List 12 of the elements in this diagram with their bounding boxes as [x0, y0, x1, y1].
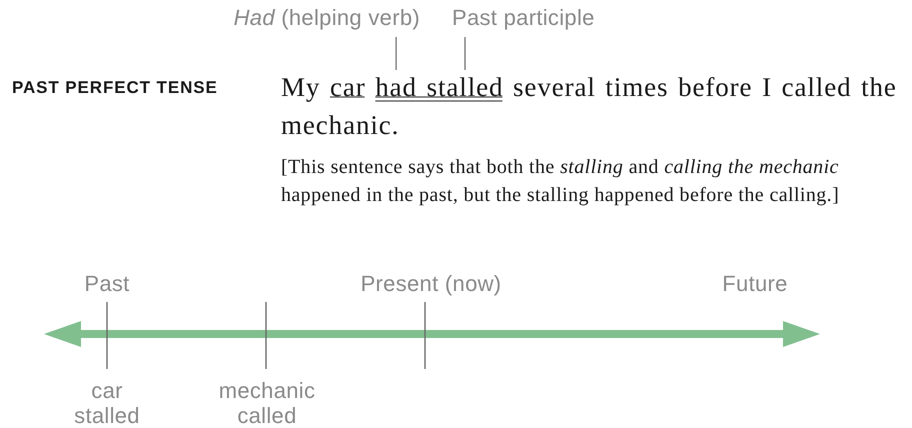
- explanation-note: [This sentence says that both the stalling and calling the mechanic happened in the past, but the stalling happened before the calling.]: [281, 155, 840, 208]
- tense-heading: PAST PERFECT TENSE: [12, 78, 219, 98]
- leader-line: [396, 36, 397, 70]
- leader-line: [464, 36, 466, 70]
- example-sentence: My car had stalled several times before I called the mechanic.: [281, 68, 912, 144]
- timeline-label: Future: [721, 271, 789, 296]
- annotation-label: Had (helping verb): [190, 5, 420, 30]
- timeline-label: Present (now): [360, 271, 502, 296]
- event-label: car stalled: [73, 378, 141, 428]
- annotation-label: Past participle: [452, 5, 642, 30]
- timeline-label: Past: [83, 271, 131, 296]
- event-label: mechanic called: [218, 378, 316, 428]
